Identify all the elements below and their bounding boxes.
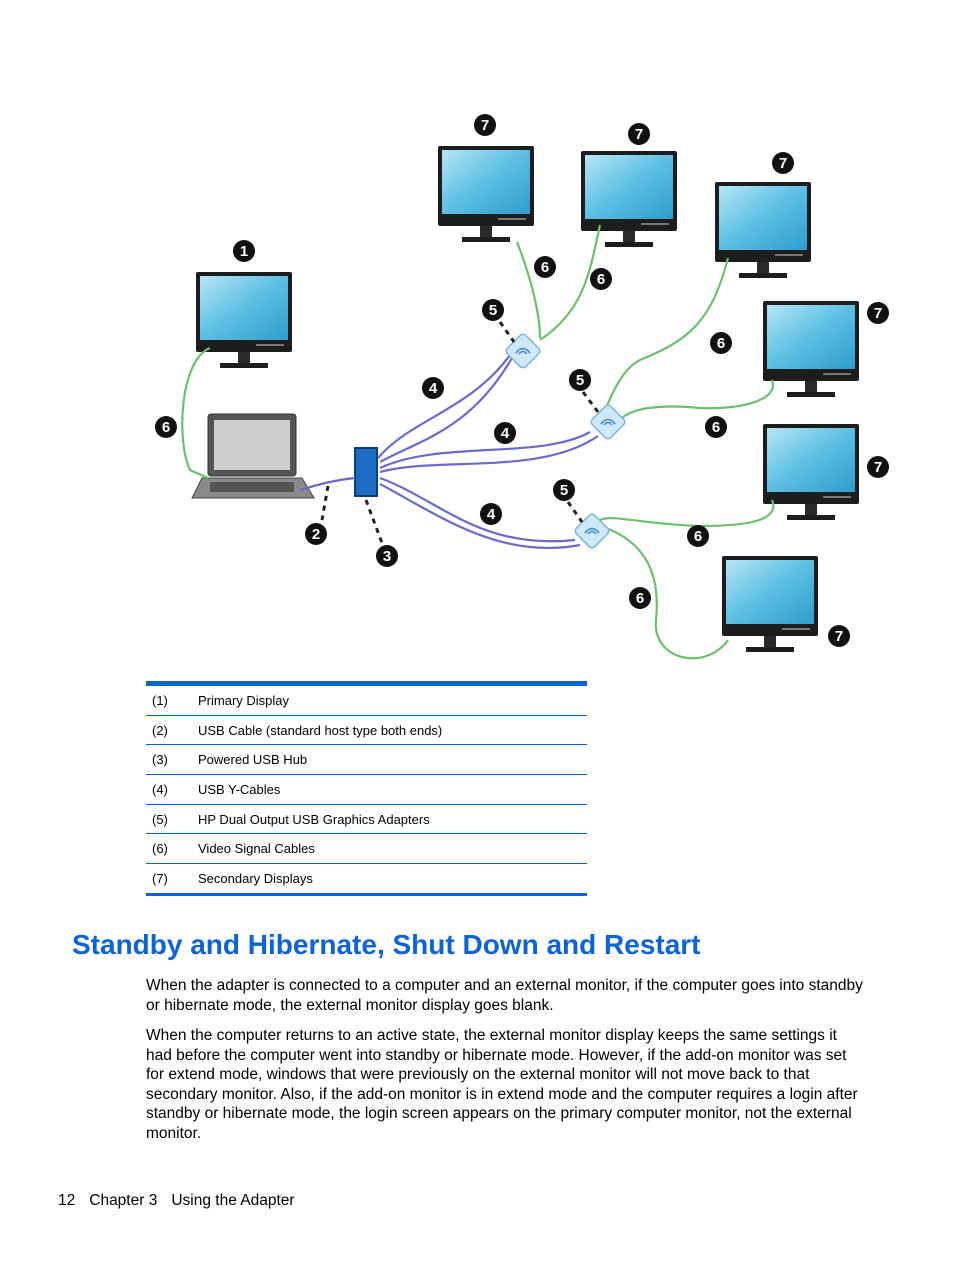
callout-6: 6 <box>629 587 651 609</box>
callout-6: 6 <box>710 332 732 354</box>
callout-5: 5 <box>569 369 591 391</box>
table-row: (7) Secondary Displays <box>146 864 587 895</box>
secondary-display <box>581 151 677 247</box>
callout-6: 6 <box>155 416 177 438</box>
callout-7: 7 <box>772 152 794 174</box>
svg-text:5: 5 <box>489 302 497 319</box>
callout-4: 4 <box>422 377 444 399</box>
svg-text:7: 7 <box>835 628 843 645</box>
secondary-display <box>722 556 818 652</box>
svg-text:4: 4 <box>487 506 496 523</box>
svg-text:2: 2 <box>312 526 320 543</box>
legend-number: (2) <box>146 715 198 746</box>
usb-hub <box>354 447 378 497</box>
svg-text:7: 7 <box>635 126 643 143</box>
svg-text:3: 3 <box>383 548 391 565</box>
svg-text:5: 5 <box>560 482 568 499</box>
svg-text:7: 7 <box>481 117 489 134</box>
svg-text:1: 1 <box>240 243 248 260</box>
callout-6: 6 <box>705 416 727 438</box>
svg-text:6: 6 <box>636 590 644 607</box>
callout-4: 4 <box>494 422 516 444</box>
svg-text:7: 7 <box>874 305 882 322</box>
secondary-display <box>763 424 859 520</box>
primary-display <box>196 272 292 368</box>
figure-legend-table: (1)Primary Display (2)USB Cable (standar… <box>146 681 587 896</box>
legend-label: Powered USB Hub <box>198 744 587 776</box>
callout-7: 7 <box>628 123 650 145</box>
legend-label: HP Dual Output USB Graphics Adapters <box>198 804 587 835</box>
table-row: (5)HP Dual Output USB Graphics Adapters <box>146 804 587 835</box>
svg-text:6: 6 <box>712 419 720 436</box>
svg-text:6: 6 <box>541 259 549 276</box>
callout-6: 6 <box>590 268 612 290</box>
legend-label: USB Cable (standard host type both ends) <box>198 715 587 746</box>
callout-7: 7 <box>828 625 850 647</box>
callout-5: 5 <box>482 299 504 321</box>
usb-graphics-adapter <box>503 331 543 371</box>
callout-6: 6 <box>687 525 709 547</box>
legend-number: (5) <box>146 804 198 835</box>
page-footer: 12 Chapter 3 Using the Adapter <box>58 1192 309 1210</box>
legend-label: USB Y-Cables <box>198 774 587 805</box>
body-paragraph: When the adapter is connected to a compu… <box>146 977 863 1014</box>
table-row: (1)Primary Display <box>146 683 587 716</box>
callout-3: 3 <box>376 545 398 567</box>
table-row: (3)Powered USB Hub <box>146 744 587 776</box>
legend-number: (1) <box>146 683 198 716</box>
connection-diagram: 1 2 3 4 4 4 5 5 5 6 6 6 6 6 6 6 7 7 7 7 … <box>155 114 889 660</box>
callout-2: 2 <box>305 523 327 545</box>
usb-cable <box>299 476 356 492</box>
callout-7: 7 <box>474 114 496 136</box>
callout-1: 1 <box>233 240 255 262</box>
callout-5: 5 <box>553 479 575 501</box>
callout-4: 4 <box>480 503 502 525</box>
table-row: (6)Video Signal Cables <box>146 833 587 865</box>
body-paragraph: When the computer returns to an active s… <box>146 1027 858 1142</box>
page-number: 12 <box>58 1192 76 1209</box>
chapter-label: Chapter 3 <box>89 1192 158 1209</box>
callout-7: 7 <box>867 456 889 478</box>
table-row: (4)USB Y-Cables <box>146 774 587 805</box>
section-heading: Standby and Hibernate, Shut Down and Res… <box>72 929 701 960</box>
legend-number: (4) <box>146 774 198 805</box>
secondary-display <box>715 182 811 278</box>
callout-6: 6 <box>534 256 556 278</box>
legend-label: Secondary Displays <box>198 870 313 886</box>
table-row: (2)USB Cable (standard host type both en… <box>146 715 587 746</box>
legend-number: (3) <box>146 744 198 776</box>
secondary-display <box>763 301 859 397</box>
legend-label: Video Signal Cables <box>198 833 587 865</box>
laptop <box>191 413 315 499</box>
svg-text:6: 6 <box>597 271 605 288</box>
svg-text:6: 6 <box>717 335 725 352</box>
callout-7: 7 <box>867 302 889 324</box>
svg-text:6: 6 <box>694 528 702 545</box>
svg-text:5: 5 <box>576 372 584 389</box>
svg-text:6: 6 <box>162 419 170 436</box>
usb-y-cables <box>377 354 599 550</box>
svg-text:7: 7 <box>874 459 882 476</box>
svg-text:4: 4 <box>501 425 510 442</box>
legend-number: (6) <box>146 833 198 865</box>
chapter-title: Using the Adapter <box>171 1192 295 1209</box>
svg-text:4: 4 <box>429 380 438 397</box>
svg-text:7: 7 <box>779 155 787 172</box>
legend-label: Primary Display <box>198 683 587 716</box>
legend-number: (7) <box>152 870 168 886</box>
secondary-display <box>438 146 534 242</box>
